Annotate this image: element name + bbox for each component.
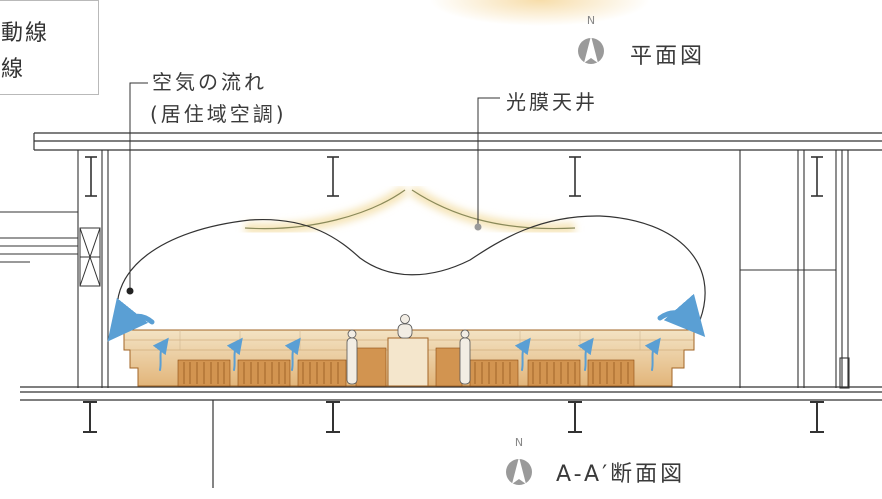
plan-view-label: 平面図 [630,44,706,69]
i-beam-icon [326,401,340,433]
legend-line-1: 動線 [1,21,50,46]
i-beam-icon [811,156,823,197]
floor-slab [20,386,882,488]
bookshelf-platform [123,329,695,387]
airflow-marker [126,287,134,295]
section-view-label: A-A′断面図 [556,462,686,487]
lower-beams [83,401,824,433]
north-label: N [514,436,524,449]
top-light-glow [430,0,650,26]
airflow-arrow-icon [657,293,706,338]
airflow-envelope [116,215,706,321]
human-figure-icon [459,329,471,385]
upper-beams [85,156,823,197]
airflow-label: 空気の流れ [152,70,267,94]
roof-slab [33,132,882,151]
left-wall [0,150,109,388]
north-compass-icon [506,457,532,485]
light-ceiling-label: 光膜天井 [506,90,598,114]
i-beam-icon [568,401,582,433]
legend-line-2: 線 [1,57,26,82]
north-label: N [586,14,596,27]
airflow-arrow-icon [152,337,661,371]
legend-box: 動線 線 [0,0,99,95]
north-compass-icon [578,36,604,64]
airflow-arrow-icon [107,297,155,342]
damper-icon [79,227,101,287]
light-ceiling-marker [474,223,482,231]
leader-lines [129,82,500,290]
airflow-sub-label: (居住域空調) [150,102,287,126]
i-beam-icon [327,156,339,197]
i-beam-icon [569,156,581,197]
human-figure-icon [346,329,358,385]
human-figure-icon [397,314,413,339]
i-beam-icon [85,156,97,197]
reception-counter [387,337,429,387]
right-wall [739,150,850,389]
i-beam-icon [810,401,824,433]
light-ceiling [244,189,576,230]
i-beam-icon [83,401,97,433]
